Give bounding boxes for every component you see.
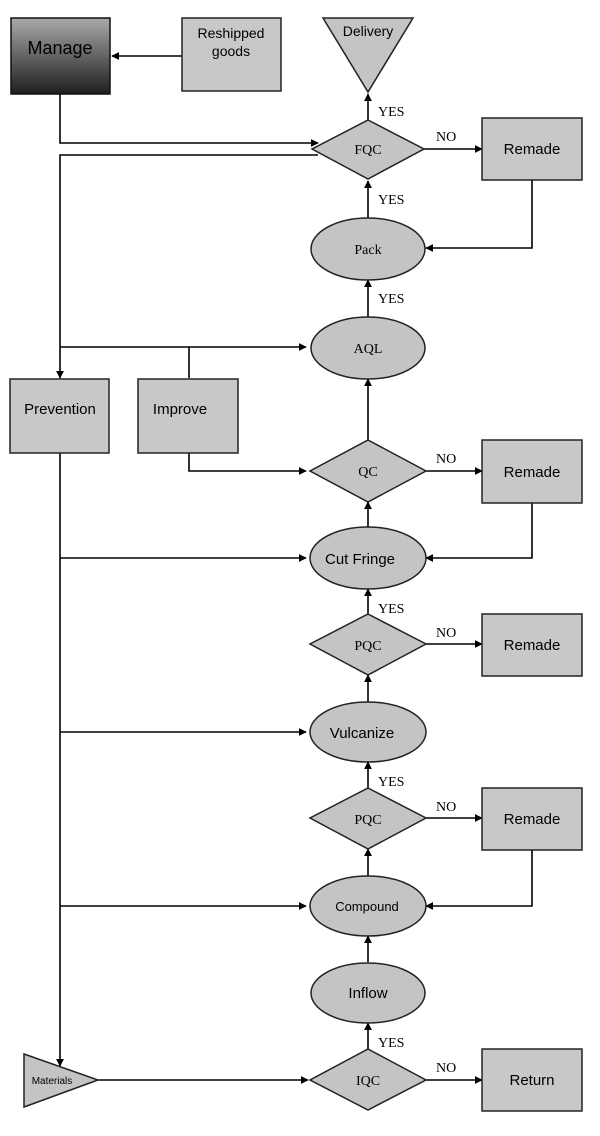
remade-fqc-label: Remade [504, 141, 561, 158]
pqc-cut-label: PQC [354, 639, 381, 654]
remade-qc-label: Remade [504, 464, 561, 481]
no-label-pqc-vulcanize-remade: NO [436, 800, 456, 815]
edge-manage-to-fqc [59, 94, 319, 147]
vulcanize-node: Vulcanize [309, 701, 427, 763]
compound-label: Compound [335, 899, 399, 914]
return-label: Return [509, 1072, 554, 1089]
no-label-iqc-return: NO [436, 1061, 456, 1076]
return-node: Return [481, 1048, 583, 1112]
remade-fqc-node: Remade [481, 117, 583, 181]
pqc-vulcanize-label: PQC [354, 813, 381, 828]
edge-remade-to-pack [425, 180, 533, 252]
prevention-node: Prevention [9, 378, 110, 454]
yes-label-pack-fqc: YES [378, 193, 404, 208]
yes-label-fqc-delivery: YES [378, 105, 404, 120]
no-label-qc-remade: NO [436, 452, 456, 467]
improve-node: Improve [137, 378, 239, 454]
compound-node: Compound [309, 875, 427, 937]
materials-label: Materials [32, 1076, 73, 1087]
manage-label: Manage [27, 38, 92, 58]
reshipped-goods-node: Reshipped goods [181, 17, 282, 92]
yes-label-pqc-vulcanize: YES [378, 775, 404, 790]
remade-pqc-cut-node: Remade [481, 613, 583, 677]
iqc-label: IQC [356, 1074, 380, 1089]
fqc-node: FQC [310, 119, 426, 180]
cut-fringe-node: Cut Fringe [309, 526, 427, 590]
aql-node: AQL [310, 316, 426, 380]
remade-qc-node: Remade [481, 439, 583, 504]
edge-fqc-to-prevention [56, 154, 318, 379]
no-label-fqc-remade: NO [436, 130, 456, 145]
delivery-node: Delivery [321, 17, 415, 94]
iqc-node: IQC [308, 1048, 428, 1111]
qc-node: QC [308, 439, 428, 503]
inflow-node: Inflow [310, 962, 426, 1024]
delivery-label: Delivery [343, 23, 394, 39]
remade-pqc-cut-label: Remade [504, 637, 561, 654]
yes-label-iqc-inflow: YES [378, 1036, 404, 1051]
yes-label-pqc-cut-fringe: YES [378, 602, 404, 617]
reshipped-label-line1: Reshipped [198, 25, 265, 41]
edge-remade-to-cut-fringe [425, 503, 533, 562]
remade-pqc-vulcanize-node: Remade [481, 787, 583, 851]
remade-pqc-vulcanize-label: Remade [504, 811, 561, 828]
vulcanize-label: Vulcanize [330, 725, 394, 742]
edge-labels: YES NO YES YES NO YES NO YES NO YES NO [378, 105, 456, 1076]
manage-node: Manage [10, 17, 111, 95]
edge-improve-to-qc [188, 453, 307, 475]
fqc-label: FQC [354, 143, 381, 158]
yes-label-aql-pack: YES [378, 292, 404, 307]
prevention-label: Prevention [24, 401, 96, 418]
no-label-pqc-cut-remade: NO [436, 626, 456, 641]
inflow-label: Inflow [348, 985, 387, 1002]
pack-label: Pack [354, 243, 381, 258]
edge-remade-to-compound [425, 850, 533, 910]
pqc-cut-node: PQC [308, 613, 428, 676]
pack-node: Pack [310, 217, 426, 281]
reshipped-label-line2: goods [212, 43, 250, 59]
cut-fringe-label: Cut Fringe [325, 551, 395, 568]
materials-node: Materials [23, 1052, 101, 1109]
improve-label: Improve [153, 401, 207, 418]
aql-label: AQL [354, 342, 383, 357]
pqc-vulcanize-node: PQC [308, 787, 428, 850]
connectors [56, 52, 533, 1084]
qc-label: QC [358, 465, 377, 480]
